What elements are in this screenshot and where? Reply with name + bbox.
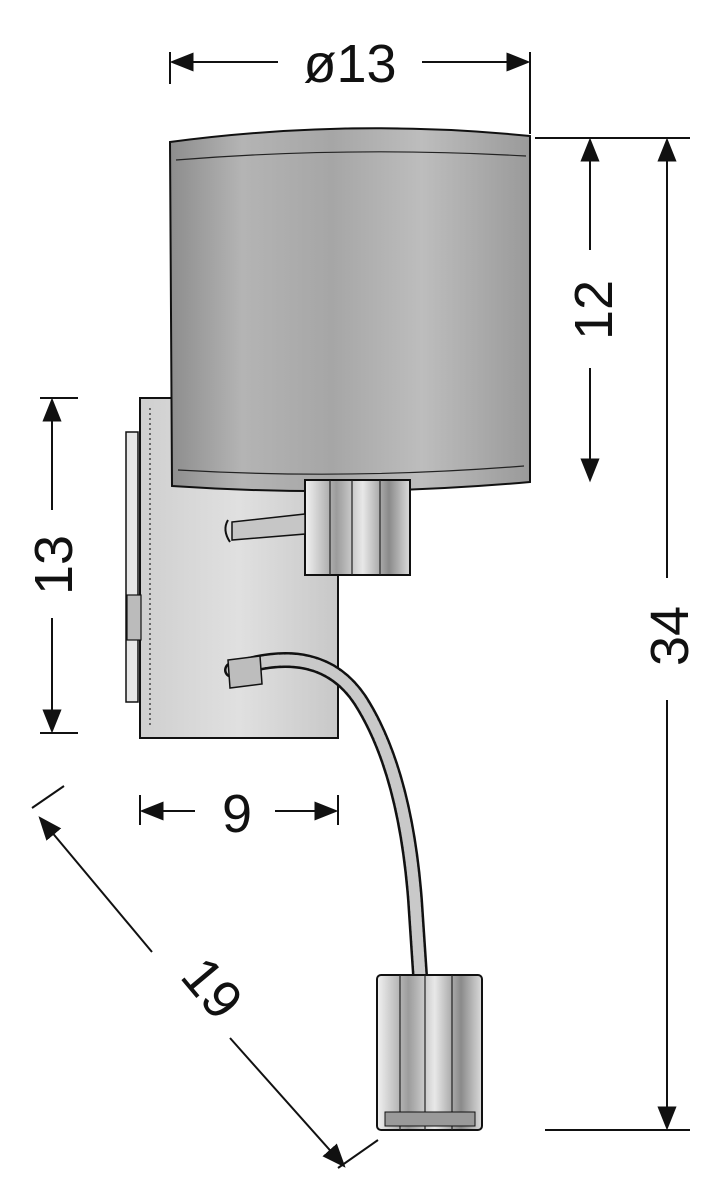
reading-light-head: [376, 974, 483, 1131]
dimension-arm-reach: 19: [31, 785, 379, 1169]
wall-lamp: [125, 127, 531, 1131]
label-backplate-depth: 9: [222, 784, 252, 844]
dimension-backplate-height: 13: [24, 397, 84, 734]
label-backplate-height: 13: [24, 535, 84, 595]
lamp-shade: [168, 127, 531, 493]
label-shade-diameter: ø13: [303, 34, 396, 94]
label-total-height: 34: [640, 606, 700, 666]
dimension-total-height: 34: [545, 137, 700, 1131]
label-arm-reach: 19: [169, 946, 254, 1031]
label-shade-height: 12: [564, 280, 624, 340]
dimension-backplate-depth: 9: [139, 784, 339, 844]
switch: [126, 594, 142, 641]
gooseneck-arm: [224, 652, 428, 983]
shade-connector: [224, 479, 411, 576]
dimension-shade-diameter: ø13: [169, 34, 531, 134]
